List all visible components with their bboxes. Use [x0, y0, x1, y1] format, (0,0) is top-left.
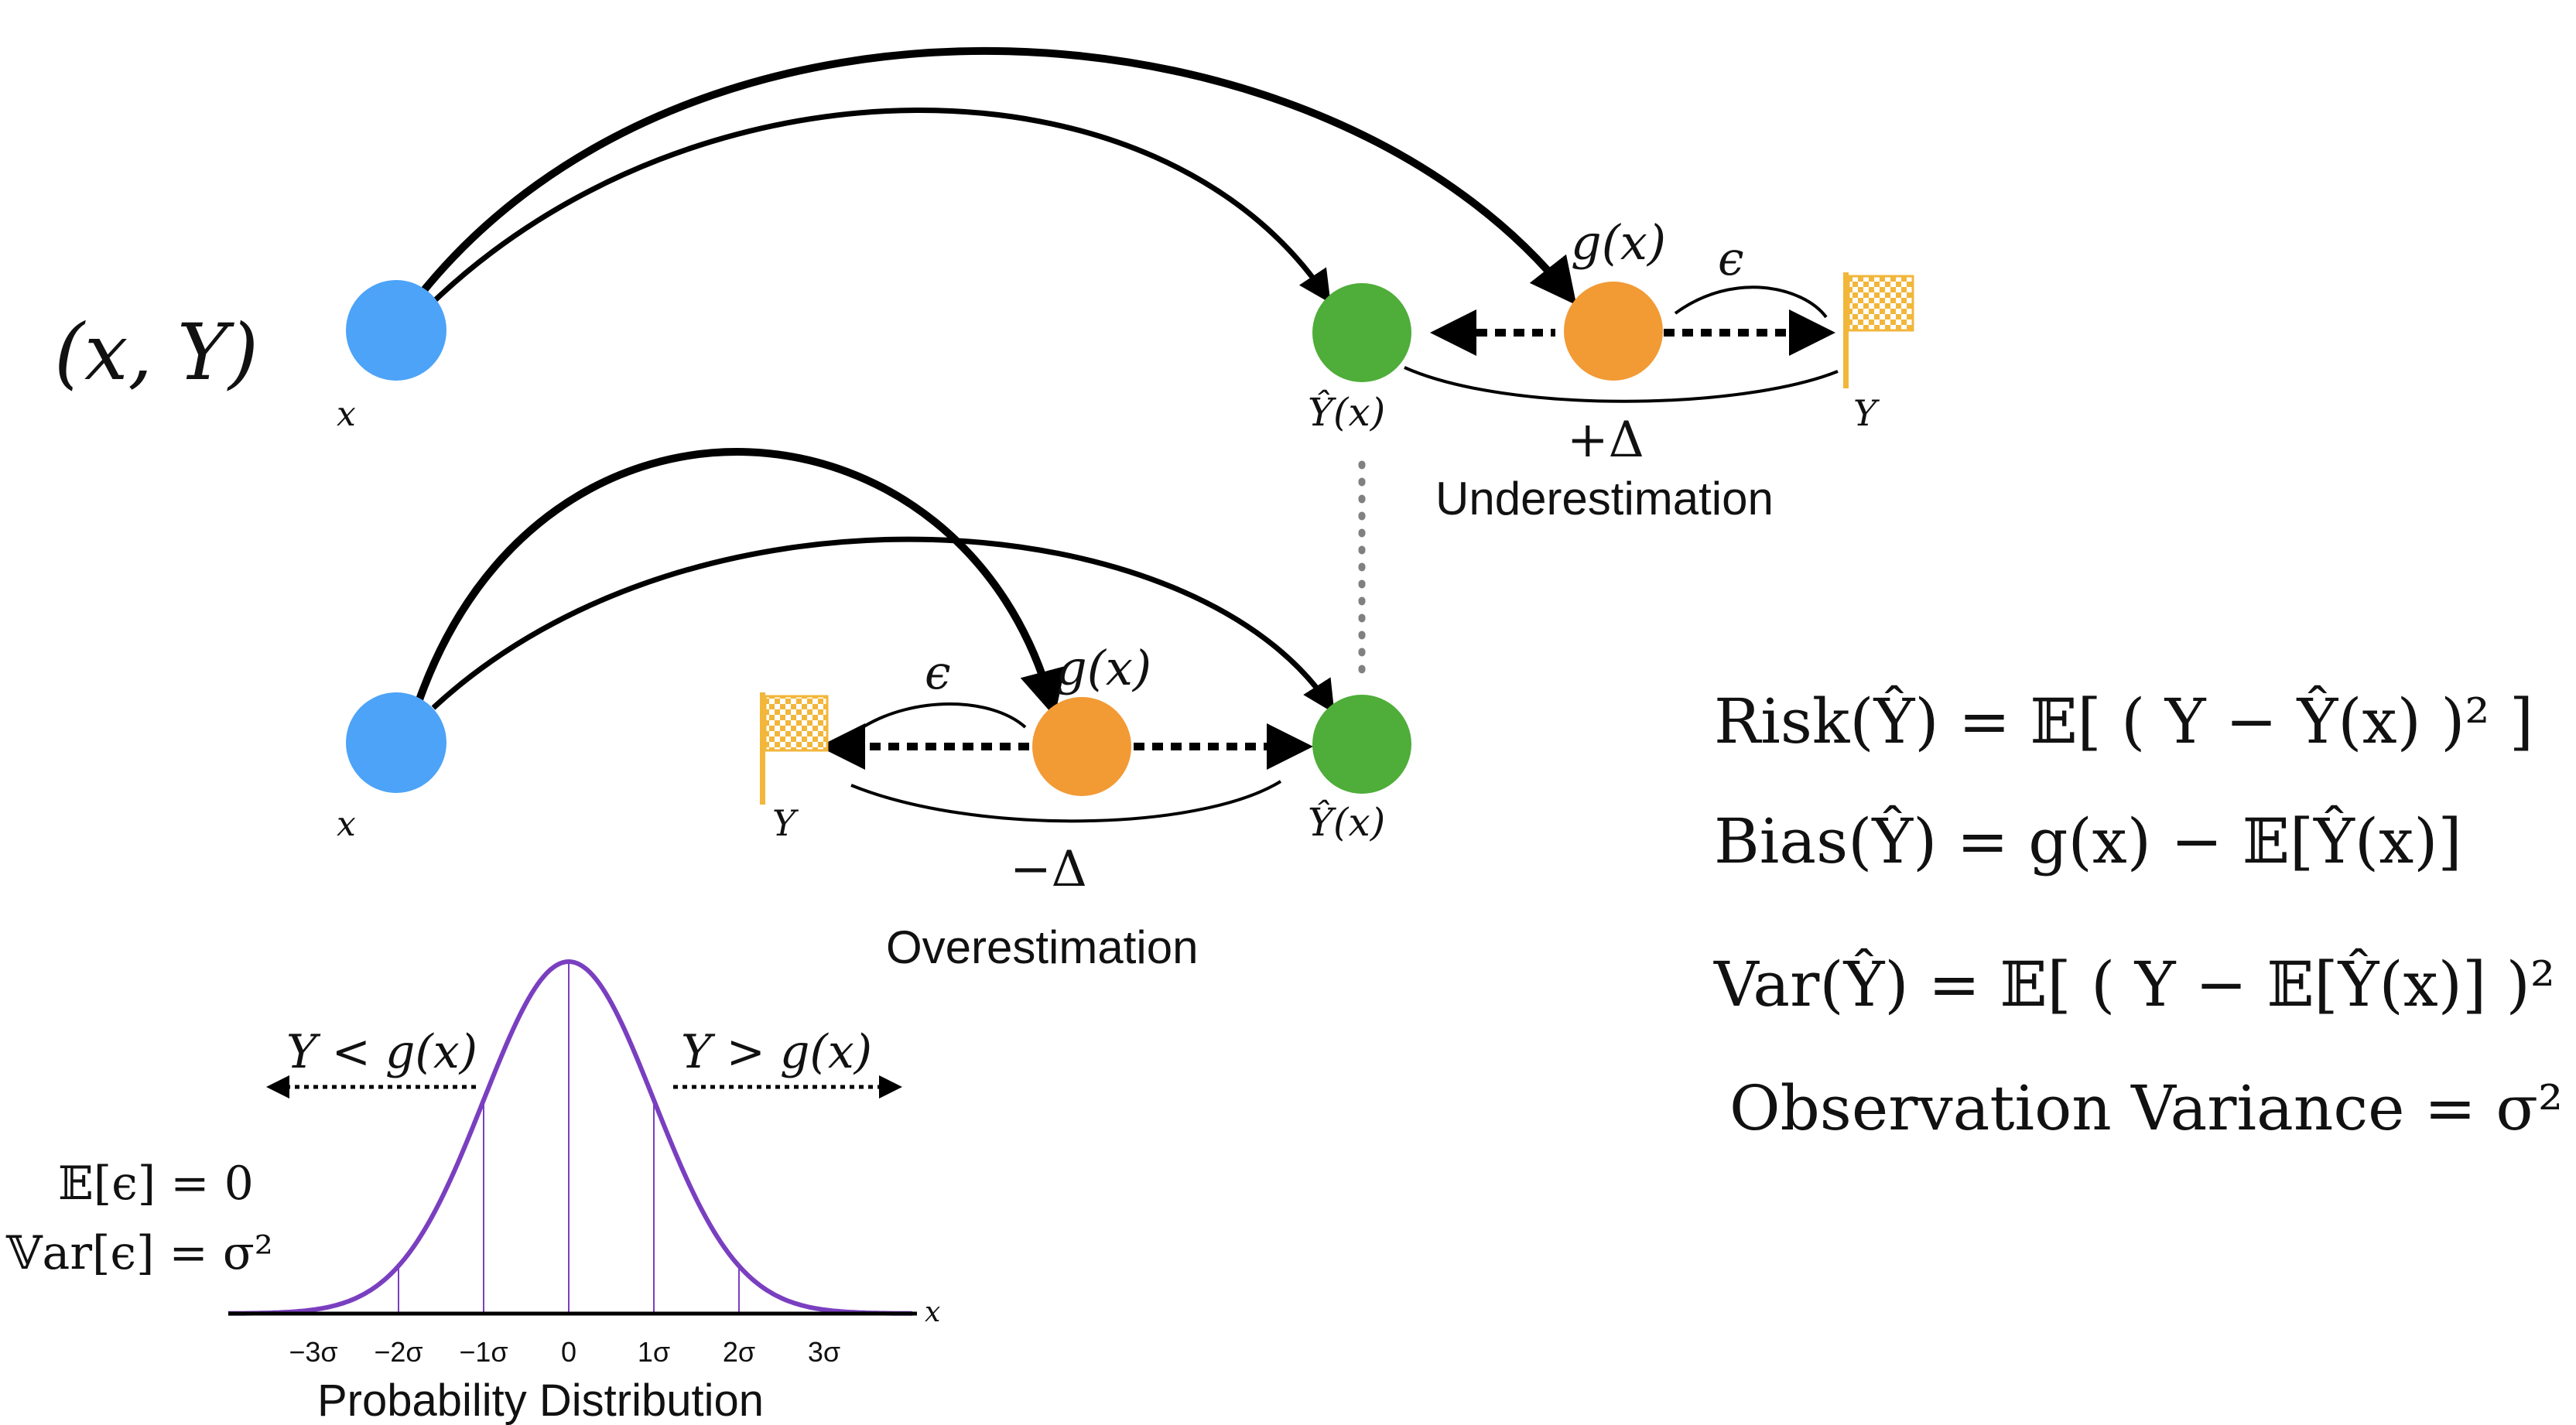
top-eps-label: ϵ	[1718, 232, 1744, 286]
tick-label: −1σ	[459, 1336, 508, 1368]
top-x-node	[346, 280, 446, 381]
bell-curve	[228, 959, 913, 1316]
top-y-label: Y	[1853, 392, 1880, 434]
axis-variable-label: x	[925, 1297, 940, 1328]
tick-label: 3σ	[808, 1336, 840, 1368]
tick-label: 1σ	[638, 1336, 670, 1368]
bottom-yhat-node	[1312, 695, 1411, 794]
formulas: Risk(Ŷ) = 𝔼[ ( Y − Ŷ(x) )² ] Bias(Ŷ) = g…	[1713, 685, 2576, 1144]
top-delta-arc	[1404, 366, 1839, 403]
bottom-eps-label: ϵ	[925, 646, 951, 700]
top-delta-label: +Δ	[1567, 412, 1644, 469]
tick-labels: −3σ −2σ −1σ 0 1σ 2σ 3σ	[289, 1336, 840, 1368]
top-yhat-node	[1312, 283, 1411, 382]
bottom-g-node	[1032, 697, 1131, 796]
probability-distribution: Y < g(x) Y > g(x) 𝔼[ϵ] = 0 𝕍ar[ϵ] = σ² x…	[5, 959, 940, 1425]
sigma-lines	[398, 962, 740, 1314]
top-arc-x-to-g	[415, 46, 1577, 306]
bottom-arc-x-to-g	[414, 448, 1066, 717]
risk-formula: Risk(Ŷ) = 𝔼[ ( Y − Ŷ(x) )² ]	[1714, 685, 2533, 757]
bias-formula: Bias(Ŷ) = g(x) − 𝔼[Ŷ(x)]	[1714, 805, 2462, 877]
bottom-y-flag-icon	[760, 692, 829, 805]
bottom-arc-x-to-yhat	[431, 536, 1335, 714]
bottom-row: x Ŷ(x) g(x) ϵ Y −Δ Overestimation	[337, 448, 1411, 973]
top-yhat-label: Ŷ(x)	[1308, 389, 1385, 435]
overestimation-caption: Overestimation	[886, 921, 1198, 973]
bottom-g-label: g(x)	[1056, 640, 1151, 696]
bottom-x-node	[346, 692, 446, 793]
top-epsilon-arc	[1674, 285, 1828, 319]
underestimation-caption: Underestimation	[1435, 473, 1774, 525]
pair-label: (x, Y)	[54, 307, 258, 398]
bottom-delta-arc	[850, 780, 1282, 823]
top-x-label: x	[337, 395, 356, 434]
top-y-flag-icon	[1843, 272, 1914, 388]
bottom-y-label: Y	[772, 802, 799, 844]
top-row: x Ŷ(x) g(x) ϵ Y +Δ Underestimation	[337, 46, 1914, 525]
top-arc-x-to-yhat	[427, 108, 1331, 308]
bottom-delta-label: −Δ	[1010, 841, 1087, 898]
bottom-epsilon-arc	[861, 702, 1027, 729]
left-region-label: Y < g(x)	[286, 1025, 477, 1079]
var-formula: Var(Ŷ) = 𝔼[ ( Y − 𝔼[Ŷ(x)] )² ]	[1713, 948, 2576, 1020]
distribution-caption: Probability Distribution	[317, 1375, 764, 1425]
variance-equation: 𝕍ar[ϵ] = σ²	[5, 1226, 273, 1280]
tick-label: −2σ	[374, 1336, 422, 1368]
bottom-x-label: x	[337, 805, 356, 844]
right-region-label: Y > g(x)	[681, 1025, 872, 1079]
top-g-label: g(x)	[1571, 214, 1666, 271]
tick-label: 0	[561, 1336, 576, 1368]
tick-label: 2σ	[723, 1336, 755, 1368]
bottom-yhat-label: Ŷ(x)	[1308, 799, 1385, 845]
mean-equation: 𝔼[ϵ] = 0	[58, 1157, 254, 1211]
tick-label: −3σ	[289, 1336, 337, 1368]
top-g-node	[1564, 282, 1663, 381]
observation-variance-formula: Observation Variance = σ²	[1729, 1072, 2563, 1144]
